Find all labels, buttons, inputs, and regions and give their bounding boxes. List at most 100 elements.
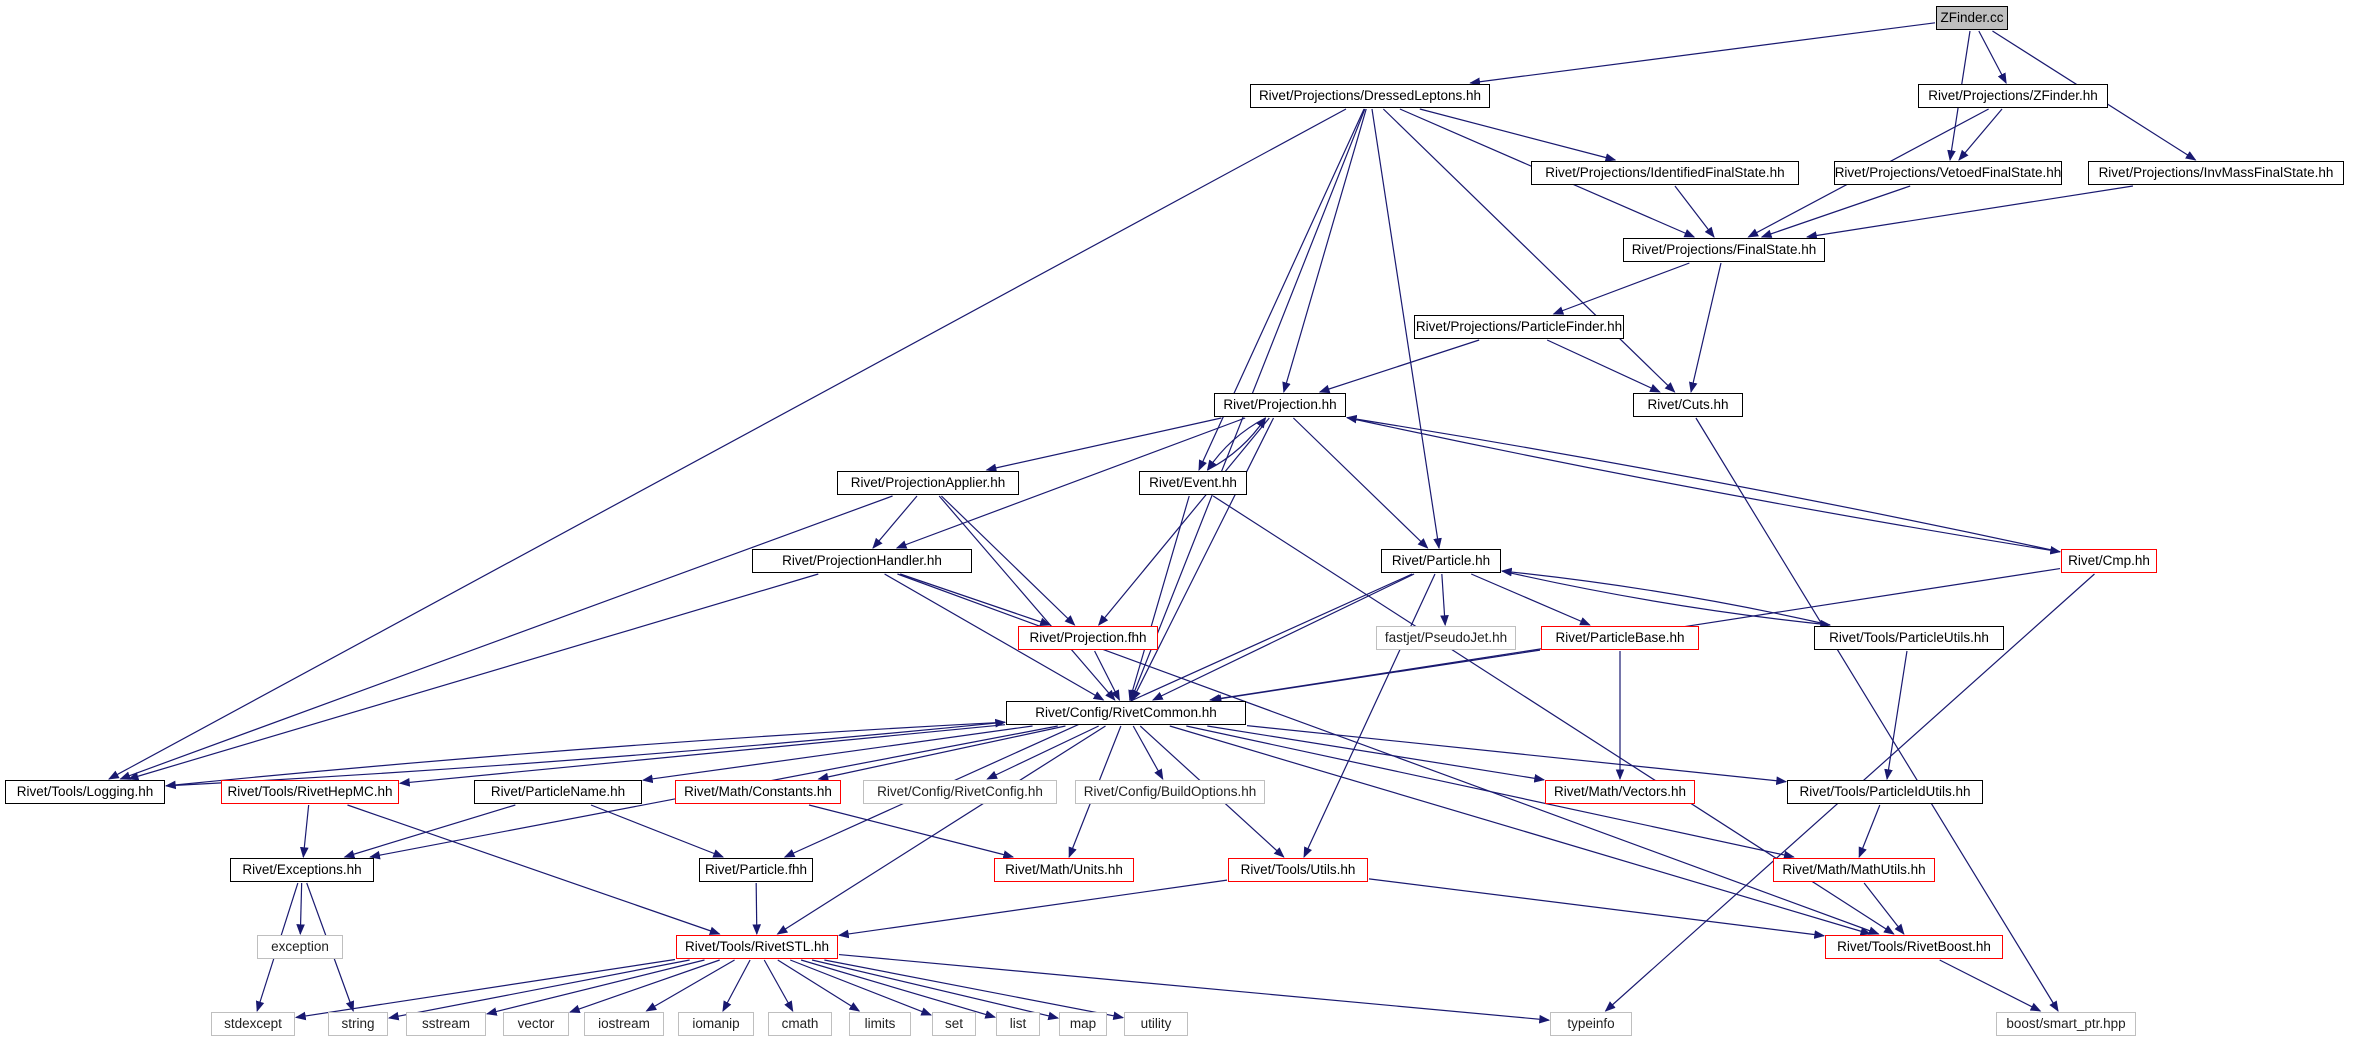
edge-particle-to-pseudojet — [1440, 573, 1449, 627]
edge-pname-to-particlefhh — [590, 804, 725, 858]
edge-vetoed-to-finalstate — [1760, 185, 1911, 238]
node-exceptions[interactable]: Rivet/Exceptions.hh — [230, 858, 374, 882]
node-logging[interactable]: Rivet/Tools/Logging.hh — [5, 780, 165, 804]
edge-rcommon-to-rstl — [776, 725, 1106, 935]
node-pname[interactable]: Rivet/ParticleName.hh — [474, 780, 642, 804]
edge-papplier-to-phandler — [872, 495, 918, 549]
edge-rstl-to-set — [790, 959, 933, 1016]
node-cuts[interactable]: Rivet/Cuts.hh — [1633, 393, 1743, 417]
node-pbase[interactable]: Rivet/ParticleBase.hh — [1541, 626, 1699, 650]
edge-particlefhh-to-rstl — [752, 882, 762, 936]
edge-tutils-to-rboost — [1368, 878, 1826, 939]
node-rboost[interactable]: Rivet/Tools/RivetBoost.hh — [1825, 935, 2003, 959]
node-cmp[interactable]: Rivet/Cmp.hh — [2061, 549, 2157, 573]
node-invmass[interactable]: Rivet/Projections/InvMassFinalState.hh — [2088, 161, 2344, 185]
edge-rstl-to-cmath — [763, 959, 794, 1012]
node-hepmc[interactable]: Rivet/Tools/RivetHepMC.hh — [221, 780, 399, 804]
node-units[interactable]: Rivet/Math/Units.hh — [994, 858, 1134, 882]
edge-rcommon-to-logging — [164, 721, 1006, 790]
edge-event-to-rcommon — [1128, 495, 1190, 702]
edge-rstl-to-list — [800, 959, 997, 1019]
node-stdexcept: stdexcept — [211, 1012, 295, 1036]
node-typeinfo: typeinfo — [1550, 1012, 1632, 1036]
node-iomanip: iomanip — [678, 1012, 754, 1036]
node-papplier[interactable]: Rivet/ProjectionApplier.hh — [837, 471, 1019, 495]
node-particle[interactable]: Rivet/Particle.hh — [1381, 549, 1501, 573]
edge-rcommon-to-constants — [817, 725, 1066, 782]
node-zfinder-cc[interactable]: ZFinder.cc — [1936, 6, 2008, 30]
edge-dressed-to-projection — [1282, 108, 1367, 394]
edge-rstl-to-limits — [777, 959, 861, 1012]
node-vetoed[interactable]: Rivet/Projections/VetoedFinalState.hh — [1834, 161, 2062, 185]
node-rcommon[interactable]: Rivet/Config/RivetCommon.hh — [1006, 701, 1246, 725]
node-buildopts: Rivet/Config/BuildOptions.hh — [1075, 780, 1265, 804]
node-vector: vector — [503, 1012, 569, 1036]
edge-rcommon-to-rconfig — [986, 725, 1099, 780]
edge-putils-to-particle — [1500, 567, 1831, 626]
node-rstl[interactable]: Rivet/Tools/RivetSTL.hh — [676, 935, 838, 959]
edge-finalstate-to-pfinder — [1552, 262, 1690, 315]
edge-rcommon-to-buildopts — [1132, 725, 1164, 780]
edge-phandler-to-logging — [127, 573, 819, 781]
node-particlefhh[interactable]: Rivet/Particle.fhh — [699, 858, 813, 882]
edge-particle-to-tutils — [1303, 573, 1436, 858]
edge-cmp-to-projection — [1345, 414, 2061, 553]
edge-papplier-to-rcommon — [938, 495, 1116, 701]
node-cmath: cmath — [768, 1012, 832, 1036]
edge-papplier-to-logging — [119, 495, 893, 780]
edge-rstl-to-iostream — [645, 959, 735, 1012]
edge-finalstate-to-cuts — [1689, 262, 1722, 394]
edge-projection-to-particle — [1293, 417, 1429, 549]
edge-cuts-to-smartptr — [1695, 417, 2059, 1012]
edge-rcommon-to-rboost — [1169, 725, 1872, 936]
node-dressed[interactable]: Rivet/Projections/DressedLeptons.hh — [1250, 84, 1490, 108]
node-pfinder[interactable]: Rivet/Projections/ParticleFinder.hh — [1414, 315, 1624, 339]
edge-invmass-to-finalstate — [1805, 185, 2134, 240]
edge-rcommon-to-pidutils — [1246, 724, 1788, 785]
edge-zfinder_cc-to-dressed — [1469, 22, 1936, 87]
edge-rstl-to-string — [387, 959, 690, 1021]
edge-pidutils-to-mathutils — [1858, 804, 1881, 859]
edge-rcommon-to-mathutils — [1186, 725, 1795, 860]
node-mathutils[interactable]: Rivet/Math/MathUtils.hh — [1773, 858, 1935, 882]
edge-rstl-to-sstream — [485, 959, 705, 1016]
node-tutils[interactable]: Rivet/Tools/Utils.hh — [1228, 858, 1368, 882]
node-sstream: sstream — [406, 1012, 486, 1036]
edge-projection-to-projfhh — [1098, 417, 1270, 626]
edge-papplier-to-projfhh — [941, 495, 1076, 626]
node-putils[interactable]: Rivet/Tools/ParticleUtils.hh — [1814, 626, 2004, 650]
node-rconfig: Rivet/Config/RivetConfig.hh — [863, 780, 1057, 804]
node-set: set — [932, 1012, 976, 1036]
edge-rstl-to-utility — [824, 959, 1125, 1021]
edge-dressed-to-particle — [1371, 108, 1442, 550]
edge-zfinder_cc-to-zfinder_hh — [1978, 30, 2007, 84]
node-list: list — [996, 1012, 1040, 1036]
edge-particle-to-rcommon — [1151, 573, 1415, 701]
node-pidutils[interactable]: Rivet/Tools/ParticleIdUtils.hh — [1787, 780, 1983, 804]
edge-zfinder_hh-to-vetoed — [1958, 108, 2003, 161]
node-finalstate[interactable]: Rivet/Projections/FinalState.hh — [1623, 238, 1825, 262]
edge-projection-to-rcommon — [1131, 417, 1275, 701]
edge-rcommon-to-pname — [641, 725, 1033, 784]
node-utility: utility — [1124, 1012, 1188, 1036]
node-vectors[interactable]: Rivet/Math/Vectors.hh — [1545, 780, 1695, 804]
edge-event-to-projection — [1207, 417, 1267, 471]
node-event[interactable]: Rivet/Event.hh — [1139, 471, 1247, 495]
edge-pfinder-to-projection — [1318, 339, 1480, 394]
edge-identified-to-finalstate — [1674, 185, 1715, 238]
edge-putils-to-pidutils — [1884, 650, 1908, 781]
edge-constants-to-units — [808, 804, 1015, 859]
edge-projection-to-papplier — [985, 417, 1222, 473]
edge-dressed-to-cuts — [1382, 108, 1676, 393]
node-projfhh[interactable]: Rivet/Projection.fhh — [1018, 626, 1158, 650]
node-identified[interactable]: Rivet/Projections/IdentifiedFinalState.h… — [1531, 161, 1799, 185]
edge-rstl-to-stdexcept — [294, 958, 676, 1021]
edge-phandler-to-projfhh — [899, 573, 1051, 626]
edge-mathutils-to-rboost — [1863, 882, 1905, 935]
node-zfinder-hh[interactable]: Rivet/Projections/ZFinder.hh — [1918, 84, 2108, 108]
node-phandler[interactable]: Rivet/ProjectionHandler.hh — [752, 549, 972, 573]
node-constants[interactable]: Rivet/Math/Constants.hh — [675, 780, 841, 804]
node-iostream: iostream — [584, 1012, 664, 1036]
node-projection[interactable]: Rivet/Projection.hh — [1214, 393, 1346, 417]
